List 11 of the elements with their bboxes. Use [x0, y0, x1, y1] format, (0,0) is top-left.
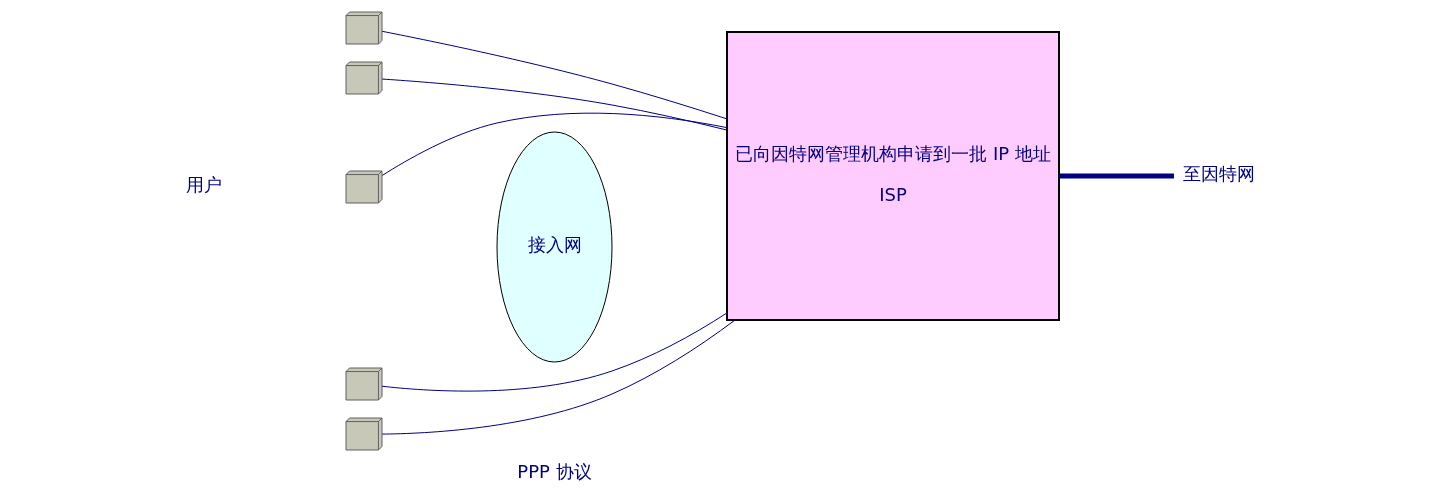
connector: [381, 78, 727, 131]
node-ellipse: 接入网: [496, 131, 612, 363]
node-box: 已向因特网管理机构申请到一批 IP 地址 ISP: [725, 31, 1060, 321]
label: PPP 协议: [516, 461, 592, 483]
label: 用户: [185, 174, 222, 196]
connector: [381, 312, 727, 392]
node-text: 至因特网: [1182, 163, 1254, 185]
connector: [1058, 173, 1174, 179]
connector: [381, 30, 727, 120]
connector: [381, 319, 736, 435]
connector: [381, 112, 727, 176]
